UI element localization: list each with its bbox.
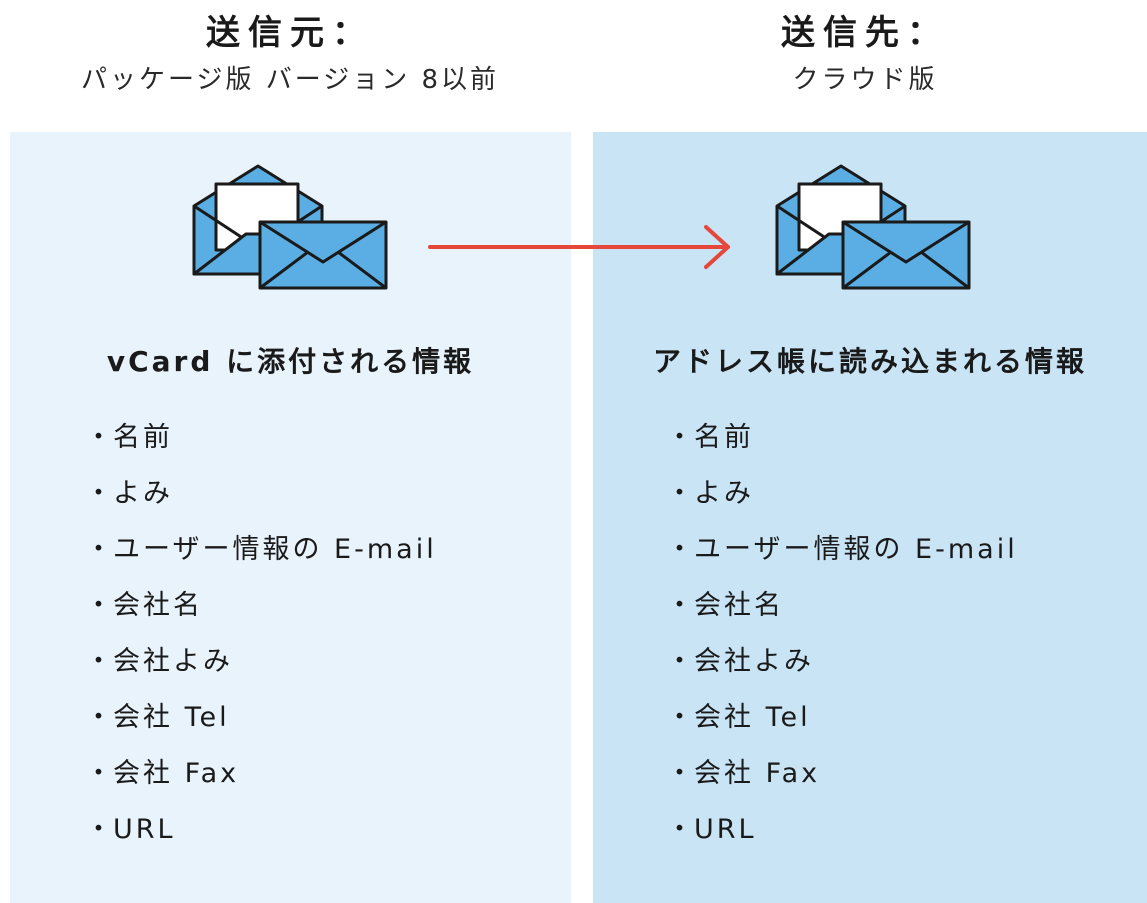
destination-heading: 送信先： クラウド版: [585, 10, 1145, 104]
item-label: 会社 Tel: [694, 702, 811, 733]
bullet: ・: [666, 590, 696, 621]
bullet: ・: [666, 702, 696, 733]
item-label: 名前: [694, 422, 754, 453]
list-item: ・会社よみ: [85, 634, 437, 690]
bullet: ・: [666, 814, 696, 845]
destination-item-list: ・名前 ・よみ ・ユーザー情報の E-mail ・会社名 ・会社よみ ・会社 T…: [666, 410, 1018, 858]
bullet: ・: [666, 478, 696, 509]
item-label: 会社 Fax: [694, 758, 821, 789]
item-label: 会社 Fax: [113, 758, 240, 789]
bullet: ・: [666, 758, 696, 789]
item-label: 会社名: [694, 590, 784, 621]
item-label: 会社よみ: [694, 646, 814, 677]
list-item: ・会社よみ: [666, 634, 1018, 690]
bullet: ・: [85, 422, 115, 453]
item-label: よみ: [113, 478, 173, 509]
list-item: ・よみ: [85, 466, 437, 522]
list-item: ・名前: [85, 410, 437, 466]
arrow-right-icon: [428, 225, 730, 269]
list-item: ・よみ: [666, 466, 1018, 522]
list-item: ・会社 Fax: [666, 746, 1018, 802]
item-label: ユーザー情報の E-mail: [694, 534, 1018, 565]
list-item: ・URL: [666, 802, 1018, 858]
destination-panel: アドレス帳に読み込まれる情報 ・名前 ・よみ ・ユーザー情報の E-mail ・…: [593, 132, 1147, 903]
list-item: ・会社 Tel: [666, 690, 1018, 746]
item-label: 会社名: [113, 590, 203, 621]
source-heading: 送信元： パッケージ版 バージョン 8以前: [10, 10, 570, 104]
source-subtitle: パッケージ版 バージョン 8以前: [80, 65, 500, 95]
bullet: ・: [85, 814, 115, 845]
destination-title: 送信先：: [781, 13, 949, 53]
bullet: ・: [666, 646, 696, 677]
bullet: ・: [666, 422, 696, 453]
item-label: 名前: [113, 422, 173, 453]
envelopes-icon: [192, 164, 388, 290]
destination-section-title: アドレス帳に読み込まれる情報: [652, 345, 1087, 378]
item-label: 会社 Tel: [113, 702, 230, 733]
destination-subtitle: クラウド版: [792, 65, 938, 95]
bullet: ・: [85, 758, 115, 789]
list-item: ・URL: [85, 802, 437, 858]
source-panel: vCard に添付される情報 ・名前 ・よみ ・ユーザー情報の E-mail ・…: [10, 132, 571, 903]
item-label: URL: [694, 814, 757, 845]
item-label: URL: [113, 814, 176, 845]
bullet: ・: [85, 590, 115, 621]
bullet: ・: [85, 534, 115, 565]
list-item: ・会社 Fax: [85, 746, 437, 802]
list-item: ・ユーザー情報の E-mail: [85, 522, 437, 578]
item-label: 会社よみ: [113, 646, 233, 677]
bullet: ・: [666, 534, 696, 565]
item-label: ユーザー情報の E-mail: [113, 534, 437, 565]
item-label: よみ: [694, 478, 754, 509]
list-item: ・会社名: [666, 578, 1018, 634]
source-section-title: vCard に添付される情報: [106, 345, 475, 378]
bullet: ・: [85, 646, 115, 677]
list-item: ・ユーザー情報の E-mail: [666, 522, 1018, 578]
envelopes-icon: [775, 164, 971, 290]
list-item: ・名前: [666, 410, 1018, 466]
list-item: ・会社 Tel: [85, 690, 437, 746]
source-item-list: ・名前 ・よみ ・ユーザー情報の E-mail ・会社名 ・会社よみ ・会社 T…: [85, 410, 437, 858]
bullet: ・: [85, 478, 115, 509]
source-title: 送信元：: [206, 13, 374, 53]
list-item: ・会社名: [85, 578, 437, 634]
bullet: ・: [85, 702, 115, 733]
